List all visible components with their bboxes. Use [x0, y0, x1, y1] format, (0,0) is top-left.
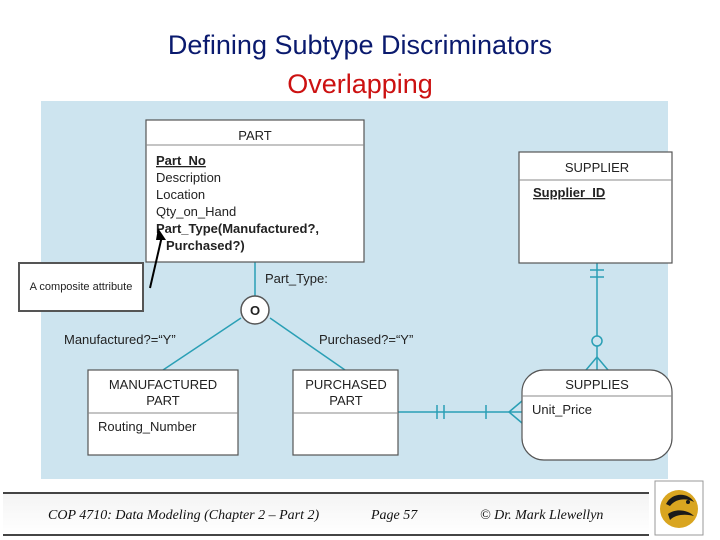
supplies-crowfoot-lower — [508, 411, 523, 424]
overlap-circle — [240, 295, 270, 325]
supplier-attribute-key: Supplier_ID — [533, 185, 605, 200]
overlap-symbol: O — [250, 303, 260, 318]
part-attribute: Location — [156, 187, 205, 202]
manufactured-part-attribute: Routing_Number — [98, 419, 197, 434]
part-attribute-key: Part_No — [156, 153, 206, 168]
university-logo-icon — [654, 480, 704, 536]
supplies-crowfoot-left — [585, 356, 598, 371]
supplies-attribute: Unit_Price — [532, 402, 592, 417]
manufactured-condition: Manufactured?=“Y” — [64, 332, 176, 347]
supplier-name: SUPPLIER — [565, 160, 629, 175]
footer-bar — [3, 492, 649, 536]
discriminator-label: Part_Type: — [265, 271, 328, 286]
footer-copyright: © Dr. Mark Llewellyn — [480, 508, 604, 523]
composite-attribute-callout: A composite attribute — [18, 262, 144, 312]
part-attribute: Qty_on_Hand — [156, 204, 236, 219]
footer-page-number: Page 57 — [371, 508, 418, 523]
callout-arrowhead — [156, 228, 166, 240]
part-name: PART — [238, 128, 272, 143]
supplies-entity — [521, 369, 673, 461]
supplies-crowfoot-upper — [508, 400, 523, 413]
purchased-part-name-cont: PART — [329, 393, 363, 408]
slide-title: Defining Subtype Discriminators — [167, 30, 553, 60]
supplier-entity — [518, 151, 673, 264]
footer-course: COP 4710: Data Modeling (Chapter 2 – Par… — [48, 508, 320, 523]
circle-to-manufactured-line — [162, 317, 242, 371]
supplies-optional-circle — [591, 335, 603, 347]
part-attribute-composite: Part_Type(Manufactured?, — [156, 221, 319, 236]
purchased-part-name: PURCHASED — [305, 377, 387, 392]
purchased-condition: Purchased?=“Y” — [319, 332, 413, 347]
supplies-name: SUPPLIES — [565, 377, 629, 392]
part-attribute: Description — [156, 170, 221, 185]
part-entity — [145, 119, 365, 263]
manufactured-part-name-cont: PART — [146, 393, 180, 408]
part-attribute-composite-cont: Purchased?) — [166, 238, 245, 253]
circle-to-purchased-line — [269, 317, 346, 371]
supplies-crowfoot-right — [596, 356, 609, 371]
manufactured-part-name: MANUFACTURED — [109, 377, 217, 392]
callout-arrow-shaft — [149, 235, 163, 289]
slide-subtitle: Overlapping — [287, 69, 433, 99]
